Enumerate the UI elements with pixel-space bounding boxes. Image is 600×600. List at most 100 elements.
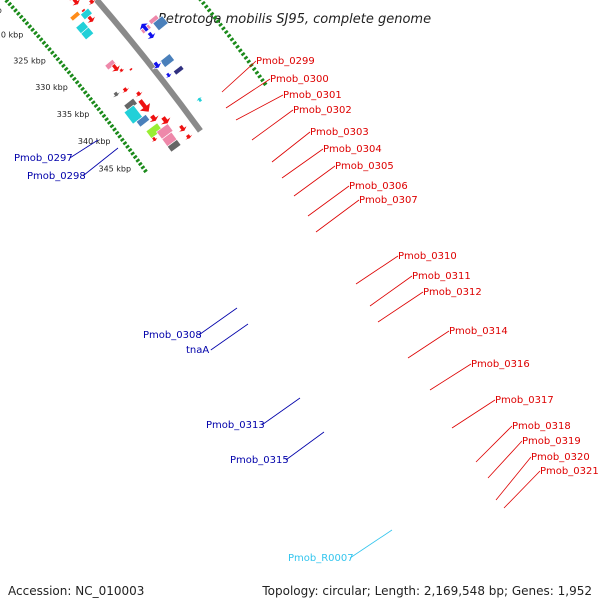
gene-block (134, 90, 144, 98)
tick-mark-inner (44, 43, 50, 49)
tick-mark-outer (206, 8, 212, 13)
tick-mark-inner (41, 40, 47, 46)
tick-mark-inner (35, 33, 41, 39)
tick-mark-inner (135, 158, 141, 163)
gene-block (135, 113, 151, 128)
tick-mark-outer (254, 70, 260, 75)
tick-mark-inner (88, 96, 93, 102)
tick-mark-outer (260, 77, 265, 83)
gene-block (86, 14, 96, 24)
leader-line (503, 470, 541, 509)
tick-mark-inner (63, 66, 69, 72)
leader-line (210, 323, 249, 351)
tick-mark-inner (82, 90, 88, 95)
tick-mark-outer (218, 22, 223, 27)
tick-mark-inner (132, 154, 138, 160)
tick-mark-inner (33, 30, 38, 36)
tick-mark-inner (21, 17, 27, 23)
gene-block (87, 0, 96, 7)
gene-block (123, 97, 138, 112)
tick-mark-inner (106, 120, 112, 125)
leader-line (293, 165, 336, 197)
gene-label: Pmob_0316 (471, 359, 530, 370)
tick-mark-outer (215, 18, 221, 24)
tick-mark-inner (90, 100, 96, 105)
gene-block (71, 0, 81, 7)
gene-block (138, 22, 150, 33)
gene-block (126, 66, 136, 73)
leader-line (307, 185, 350, 217)
leader-line (377, 291, 424, 323)
leader-lines (69, 60, 541, 559)
gene-block (120, 86, 131, 94)
tick-mark-inner (72, 76, 77, 82)
gene-block (137, 98, 151, 113)
gene-block (150, 135, 159, 143)
gene-label: Pmob_0297 (14, 153, 73, 164)
tick-mark-inner (10, 4, 15, 10)
tick-label: 345 kbp (98, 165, 131, 174)
tick-mark-inner (7, 1, 13, 7)
gene-block (79, 7, 93, 21)
tick-mark-outer (212, 15, 218, 20)
leader-line (221, 60, 257, 93)
gene-label: Pmob_0307 (359, 195, 418, 206)
gene-block (183, 133, 194, 141)
tick-mark-inner (52, 53, 58, 59)
leader-line (271, 131, 311, 163)
tick-mark-outer (203, 4, 209, 9)
gene-block (69, 10, 81, 22)
leader-line (251, 109, 294, 141)
tick-mark-inner (98, 110, 104, 115)
tick-mark-inner (4, 0, 10, 4)
tick-mark-outer (226, 33, 232, 38)
gene-label: Pmob_0315 (230, 455, 289, 466)
leader-line (355, 255, 399, 285)
tick-mark-inner (122, 140, 128, 146)
gene-block (104, 58, 117, 71)
gene-block (146, 30, 157, 40)
tick-mark-inner (13, 8, 18, 13)
gene-label: Pmob_0310 (398, 251, 457, 262)
tick-mark-outer (262, 81, 268, 87)
tick-mark-inner (55, 56, 61, 62)
gene-label: Pmob_0319 (522, 436, 581, 447)
tick-mark-inner (61, 63, 66, 68)
leader-line (261, 397, 301, 426)
gene-block (152, 60, 163, 70)
tick-mark-inner (27, 24, 33, 29)
tick-mark-outer (251, 66, 257, 72)
tick-mark-outer (237, 48, 243, 53)
gene-label: Pmob_0312 (423, 287, 482, 298)
tick-mark-inner (143, 168, 148, 174)
leader-line (429, 363, 472, 391)
tick-mark-outer (201, 0, 206, 6)
map-title: Petrotoga mobilis SJ95, complete genome (158, 12, 431, 27)
gene-block (148, 113, 160, 124)
tick-mark-inner (104, 117, 109, 122)
gene-label: Pmob_0313 (206, 420, 265, 431)
gene-label: Pmob_0300 (270, 74, 329, 85)
tick-label: 340 kbp (78, 137, 111, 146)
leader-line (225, 78, 271, 109)
tick-mark-inner (93, 103, 99, 108)
leader-line (495, 456, 532, 501)
gene-label: Pmob_0303 (310, 127, 369, 138)
gene-label: Pmob_0321 (540, 466, 599, 477)
leader-line (369, 275, 413, 307)
gene-label: Pmob_R0007 (288, 553, 354, 564)
gene-block (111, 90, 122, 99)
gene-block (159, 115, 172, 126)
tick-label: 315 kbp (0, 6, 2, 15)
tick-label: 320 kbp (0, 30, 23, 39)
gene-label: Pmob_0314 (449, 326, 508, 337)
tick-mark-inner (69, 73, 74, 78)
tick-mark-inner (119, 137, 125, 143)
gene-label: Pmob_0320 (531, 452, 590, 463)
tick-mark-inner (125, 144, 130, 149)
gene-label: tnaA (186, 345, 209, 356)
gene-label: Pmob_0317 (495, 395, 554, 406)
tick-mark-inner (85, 93, 91, 98)
leader-line (315, 199, 360, 233)
